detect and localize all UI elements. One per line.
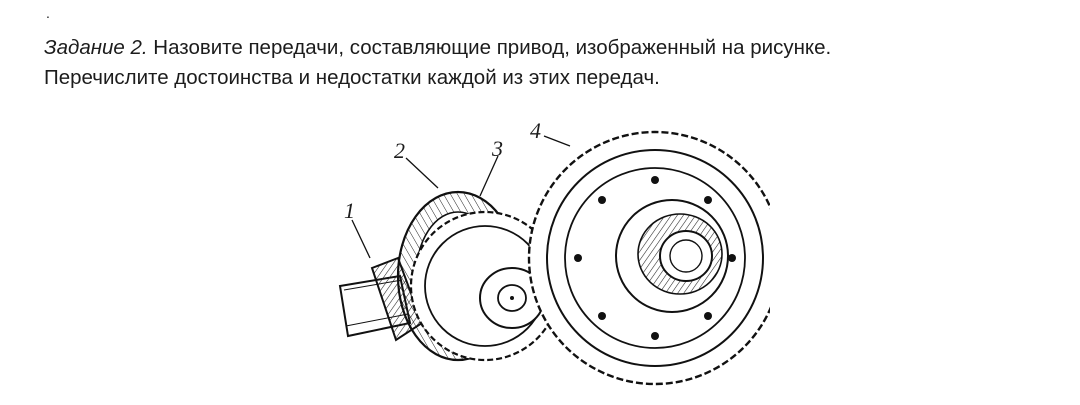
spur-gear (409, 210, 561, 362)
callout-label-2: 2 (394, 138, 405, 163)
callout-label-3: 3 (491, 136, 503, 161)
gear-drive-illustration: 1 2 3 4 (338, 118, 770, 386)
task-question: Назовите передачи, составляющие привод, … (153, 36, 832, 59)
large-gear (527, 130, 770, 386)
callout-label-1: 1 (344, 198, 355, 223)
task-line-2: Перечислите достоинства и недостатки каж… (44, 66, 660, 89)
callout-label-4: 4 (530, 118, 541, 143)
gear-drive-figure: 1 2 3 4 (330, 118, 770, 398)
leader-lines (351, 135, 571, 259)
task-line-1: Задание 2. Назовите передачи, составляющ… (44, 33, 1044, 63)
task-text: Задание 2. Назовите передачи, составляющ… (44, 33, 1044, 93)
bullet-marker: . (46, 5, 50, 21)
task-label: Задание 2. (44, 36, 148, 59)
